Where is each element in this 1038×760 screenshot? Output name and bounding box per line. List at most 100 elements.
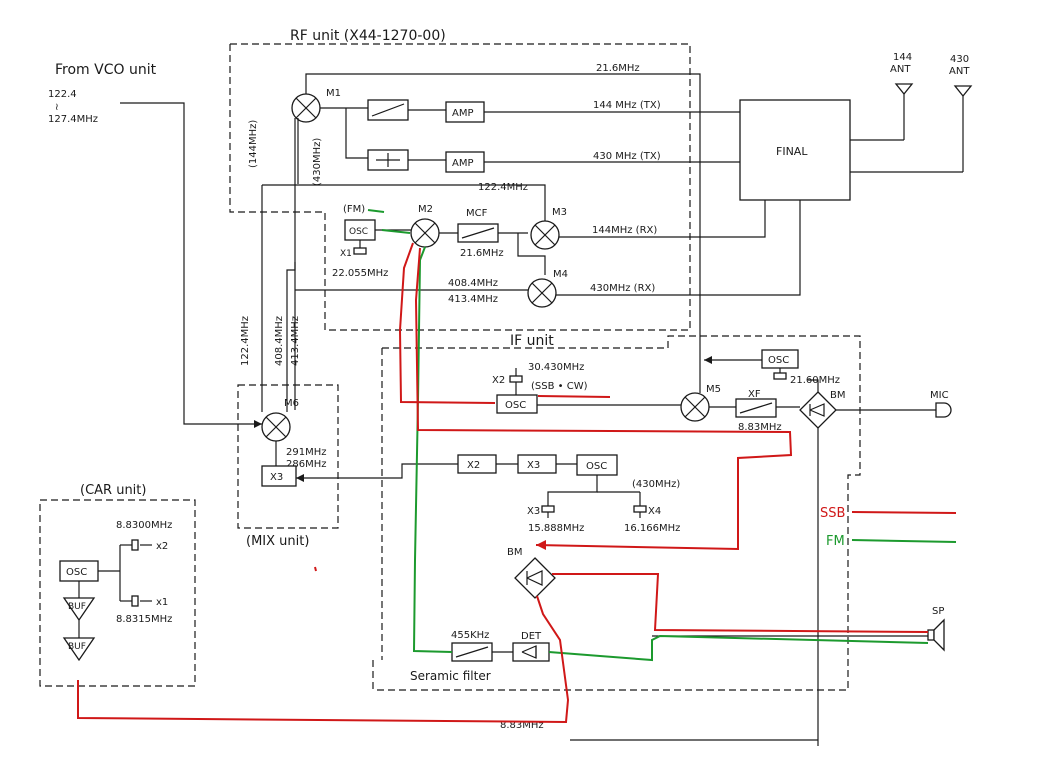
label-21-6-top: 21.6MHz bbox=[596, 63, 640, 74]
label-430c: (430MHz) bbox=[632, 479, 680, 490]
label-22-055: 22.055MHz bbox=[332, 268, 388, 279]
car-x2: x2 bbox=[156, 541, 168, 552]
label-ssbcw: (SSB • CW) bbox=[531, 381, 588, 392]
vco-f2: 127.4MHz bbox=[48, 114, 98, 125]
rf-unit-title: RF unit (X44-1270-00) bbox=[290, 28, 446, 44]
m1-mixer bbox=[291, 93, 321, 123]
rf-unit-boundary bbox=[229, 43, 691, 331]
fm-path bbox=[367, 209, 929, 662]
legend: SSB FM bbox=[820, 506, 957, 549]
svg-text:M6: M6 bbox=[284, 398, 299, 409]
label-v408: 408.4MHz bbox=[274, 316, 285, 366]
svg-text:BM: BM bbox=[830, 390, 846, 401]
label-8-83b: 8.83MHz bbox=[500, 720, 544, 731]
fm-tag: (FM) bbox=[343, 204, 365, 215]
vco-tilde: ≀ bbox=[55, 102, 59, 113]
label-408-4: 408.4MHz bbox=[448, 278, 498, 289]
sp-label: SP bbox=[932, 606, 944, 617]
svg-text:X2: X2 bbox=[492, 375, 505, 386]
car-f1: 8.8300MHz bbox=[116, 520, 172, 531]
label-v413: 413.4MHz bbox=[290, 316, 301, 366]
vco-f1: 122.4 bbox=[48, 89, 77, 100]
m5-mixer bbox=[680, 392, 710, 422]
svg-text:X2: X2 bbox=[467, 460, 480, 471]
label-413-4: 413.4MHz bbox=[448, 294, 498, 305]
det-label: DET bbox=[521, 631, 542, 642]
legend-ssb-swatch bbox=[851, 511, 957, 514]
m3-mixer bbox=[530, 220, 560, 250]
svg-text:X3: X3 bbox=[270, 472, 283, 483]
svg-text:M2: M2 bbox=[418, 204, 433, 215]
label-430tx: 430 MHz (TX) bbox=[593, 151, 661, 162]
m4-mixer bbox=[527, 278, 557, 308]
legend-ssb-label: SSB bbox=[820, 506, 845, 521]
svg-text:ANT: ANT bbox=[949, 66, 970, 77]
x3-mix bbox=[261, 465, 297, 487]
car-unit-title: (CAR unit) bbox=[80, 483, 146, 498]
label-16-166: 16.166MHz bbox=[624, 523, 680, 534]
svg-text:144: 144 bbox=[893, 52, 912, 63]
buf-2: BUF bbox=[62, 637, 96, 662]
car-f2: 8.8315MHz bbox=[116, 614, 172, 625]
svg-text:M4: M4 bbox=[553, 269, 568, 280]
speaker-icon bbox=[927, 618, 945, 652]
svg-text:BUF: BUF bbox=[68, 602, 86, 612]
final-block bbox=[739, 99, 851, 201]
label-455: 455KHz bbox=[451, 630, 489, 641]
car-x1: x1 bbox=[156, 597, 168, 608]
mcf-label: MCF bbox=[466, 208, 488, 219]
mix-unit-boundary bbox=[237, 384, 339, 529]
osc-if bbox=[496, 394, 538, 414]
svg-text:M3: M3 bbox=[552, 207, 567, 218]
label-15-888: 15.888MHz bbox=[528, 523, 584, 534]
mix-unit-title: (MIX unit) bbox=[246, 534, 309, 549]
car-unit-boundary bbox=[39, 499, 196, 687]
bpf-144 bbox=[367, 99, 409, 121]
label-v430: (430MHz) bbox=[312, 138, 323, 186]
label-122-4-a: 122.4MHz bbox=[478, 182, 528, 193]
svg-text:OSC: OSC bbox=[768, 355, 789, 366]
label-v144: (144MHz) bbox=[248, 120, 259, 168]
label-144tx: 144 MHz (TX) bbox=[593, 100, 661, 111]
det-block bbox=[512, 642, 550, 662]
label-144rx: 144MHz (RX) bbox=[592, 225, 657, 236]
svg-text:BUF: BUF bbox=[68, 642, 86, 652]
svg-text:AMP: AMP bbox=[452, 108, 474, 119]
bm-center bbox=[514, 557, 556, 599]
if-unit-boundary bbox=[373, 335, 861, 691]
svg-text:X3: X3 bbox=[527, 506, 540, 517]
m2-mixer bbox=[410, 218, 440, 248]
ant-144: 144 ANT bbox=[850, 52, 914, 141]
svg-text:ANT: ANT bbox=[890, 64, 911, 75]
svg-text:OSC: OSC bbox=[586, 461, 607, 472]
ceramic-label: Seramic filter bbox=[410, 669, 491, 683]
legend-fm-label: FM bbox=[826, 534, 845, 549]
vco-title: From VCO unit bbox=[55, 62, 157, 78]
svg-text:X1: X1 bbox=[340, 249, 352, 259]
svg-text:430: 430 bbox=[950, 54, 969, 65]
svg-text:AMP: AMP bbox=[452, 158, 474, 169]
ssb-path bbox=[77, 242, 929, 724]
svg-text:M5: M5 bbox=[706, 384, 721, 395]
svg-text:OSC: OSC bbox=[349, 227, 368, 237]
label-286: 286MHz bbox=[286, 459, 326, 470]
buf-1: BUF bbox=[62, 597, 96, 622]
label-v122: 122.4MHz bbox=[240, 316, 251, 366]
svg-text:X3: X3 bbox=[527, 460, 540, 471]
if-unit-title: IF unit bbox=[510, 333, 554, 349]
mic-label: MIC bbox=[930, 390, 949, 401]
label-8-83a: 8.83MHz bbox=[738, 422, 782, 433]
svg-text:BM: BM bbox=[507, 547, 523, 558]
legend-fm-swatch bbox=[851, 539, 957, 543]
label-30-430: 30.430MHz bbox=[528, 362, 584, 373]
bpf-430 bbox=[367, 149, 409, 171]
ant-430: 430 ANT bbox=[850, 54, 973, 173]
label-291: 291MHz bbox=[286, 447, 326, 458]
svg-text:OSC: OSC bbox=[505, 400, 526, 411]
svg-text:OSC: OSC bbox=[66, 567, 87, 578]
label-430rx: 430MHz (RX) bbox=[590, 283, 655, 294]
label-21-6-mcf: 21.6MHz bbox=[460, 248, 504, 259]
xf-label: XF bbox=[748, 389, 761, 400]
